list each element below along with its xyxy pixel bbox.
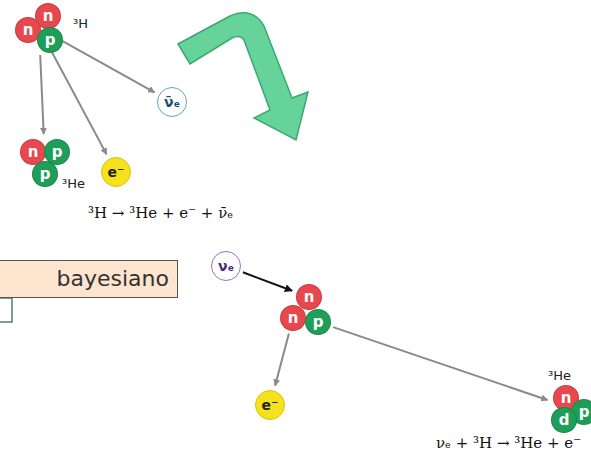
reaction-arrow (63, 41, 155, 92)
nucleon-circle: d (551, 407, 577, 433)
nucleus: ³Henpp (20, 139, 70, 187)
cut-box (0, 298, 12, 322)
box-title: bayesiano (57, 268, 169, 290)
reaction-arrow (275, 334, 289, 386)
nucleus: ³Henpd (551, 385, 591, 433)
reaction-arrow (243, 272, 292, 290)
reaction-equation: νₑ + ³H → ³He + e⁻ (436, 434, 581, 452)
nucleon-circle: p (305, 309, 331, 335)
particle-symbol: e⁻ (108, 165, 125, 179)
nucleon-circle: p (37, 27, 63, 53)
title-box: bayesiano (0, 260, 178, 298)
particle-symbol: d (559, 413, 570, 428)
nucleon-circle: n (280, 305, 306, 331)
particle-symbol: n (561, 391, 572, 406)
particle-symbol: p (45, 33, 56, 48)
particle-symbol: ν̄ₑ (164, 95, 180, 109)
nucleus-label: ³He (62, 177, 85, 190)
nucleus-label: ³H (73, 17, 88, 30)
particle-symbol: νₑ (218, 259, 234, 273)
particle-symbol: p (579, 405, 590, 420)
particle-symbol: p (313, 315, 324, 330)
particle-symbol: n (43, 9, 54, 24)
nucleus: ³Hnnp (15, 3, 63, 53)
particle-symbol: p (40, 167, 51, 182)
reaction-arrow (333, 327, 547, 400)
particle-symbol: p (52, 145, 63, 160)
particle-symbol: n (23, 23, 34, 38)
particle-symbol: n (288, 311, 299, 326)
particle-symbol: e⁻ (262, 398, 279, 412)
electron-circle: e⁻ (101, 157, 131, 187)
reaction-arrow (40, 55, 44, 134)
electron-circle: e⁻ (255, 390, 285, 420)
particle-symbol: n (28, 145, 39, 160)
nucleus-label: ³He (548, 369, 571, 382)
transition-arrow (178, 13, 308, 140)
reaction-equation: ³H → ³He + e⁻ + ν̄ₑ (88, 204, 233, 222)
neutrino-circle: νₑ (211, 251, 241, 281)
antineutrino-circle: ν̄ₑ (157, 87, 187, 117)
nucleon-circle: p (32, 161, 58, 187)
particle-symbol: n (304, 290, 315, 305)
